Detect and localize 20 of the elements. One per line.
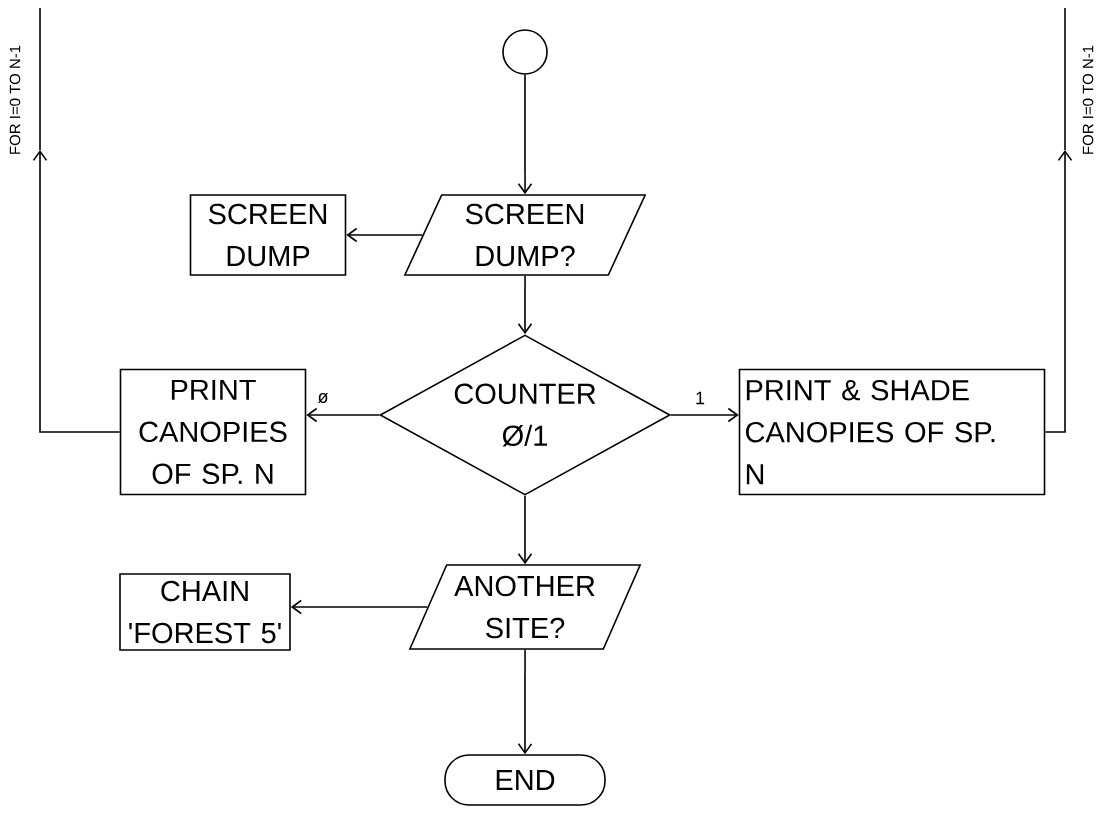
arrow — [517, 74, 533, 195]
arrow — [290, 599, 429, 615]
arrow — [32, 150, 121, 433]
arrow — [517, 275, 533, 335]
arrow — [346, 227, 424, 243]
process-box: PRINT & SHADE CANOPIES OF SP. N — [738, 368, 1046, 496]
arrow — [670, 407, 739, 423]
process-box: SCREEN DUMP — [189, 194, 347, 276]
edge-label: ø — [316, 391, 330, 405]
process-box: PRINT CANOPIES OF SP. N — [119, 368, 307, 496]
arrow — [306, 407, 380, 423]
start-circle — [502, 29, 548, 75]
edge-label: 1 — [694, 390, 706, 406]
arrow — [517, 649, 533, 755]
arrow — [1044, 150, 1073, 433]
process-box: CHAIN 'FOREST 5' — [119, 573, 291, 651]
arrow — [517, 495, 533, 565]
edge-label: FOR I=0 TO N-1 — [8, 43, 22, 157]
edge-label: FOR I=0 TO N-1 — [1081, 43, 1095, 157]
end-terminator: END — [444, 754, 606, 806]
